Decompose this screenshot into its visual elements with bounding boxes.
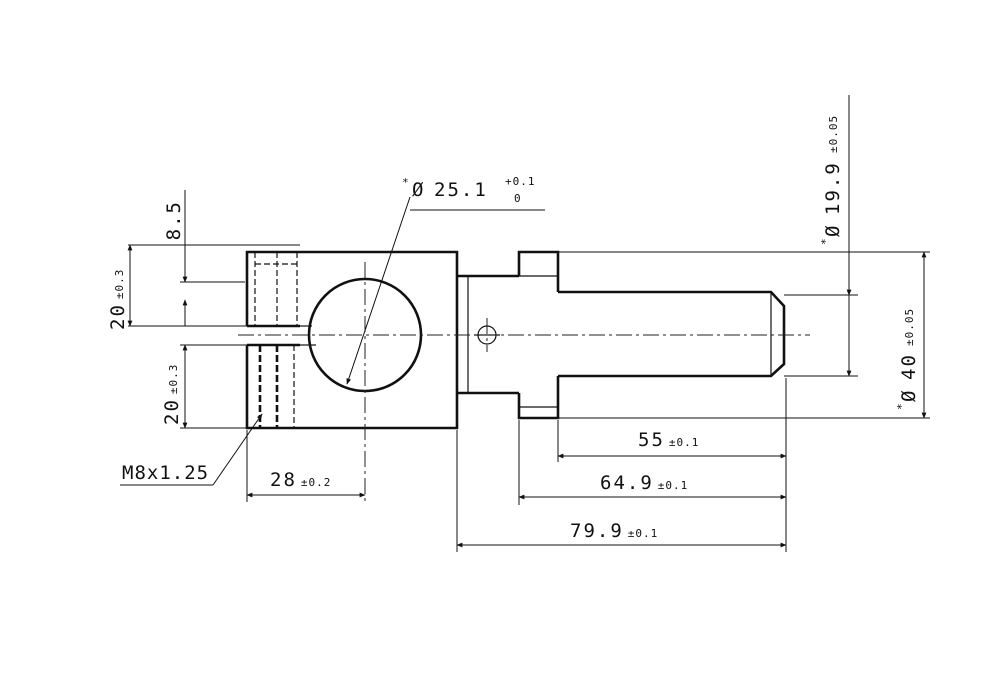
svg-text:*: * [402, 176, 410, 189]
threaded-hole [254, 252, 300, 428]
svg-text:Ø: Ø [822, 224, 844, 237]
svg-text:19.9: 19.9 [822, 161, 844, 215]
bore-diameter-label: * Ø 25.1 +0.1 0 [402, 175, 536, 205]
flange-to-end-label: 64.9±0.1 [600, 472, 688, 494]
svg-text:±0.05: ±0.05 [903, 308, 916, 346]
overall-length-label: 79.9±0.1 [570, 520, 658, 542]
dimension-lines [120, 95, 927, 548]
pin-diameter-label: * Ø 19.9 ±0.05 [819, 115, 844, 245]
slot-height-label: 8.5 [163, 200, 185, 240]
flange-diameter-label: * Ø 40 ±0.05 [895, 308, 920, 410]
upper-half-label: 20±0.3 [107, 269, 129, 330]
svg-text:25.1: 25.1 [434, 179, 488, 201]
svg-text:*: * [895, 402, 908, 410]
clamp-block [245, 250, 459, 430]
svg-text:Ø: Ø [412, 179, 425, 201]
dimension-labels: 8.5 20±0.3 20±0.3 M8x1.25 28±0.2 * Ø 25.… [107, 115, 920, 542]
pin-length-label: 55±0.1 [638, 429, 699, 451]
lower-half-label: 20±0.3 [161, 364, 183, 425]
thread-label: M8x1.25 [122, 462, 209, 484]
center-lines [238, 262, 810, 505]
svg-text:*: * [819, 237, 832, 245]
svg-text:±0.05: ±0.05 [827, 115, 840, 153]
svg-text:Ø: Ø [898, 389, 920, 402]
svg-text:0: 0 [514, 192, 522, 205]
bore-position-label: 28±0.2 [270, 469, 331, 491]
svg-text:40: 40 [898, 353, 920, 380]
svg-text:+0.1: +0.1 [505, 175, 536, 188]
